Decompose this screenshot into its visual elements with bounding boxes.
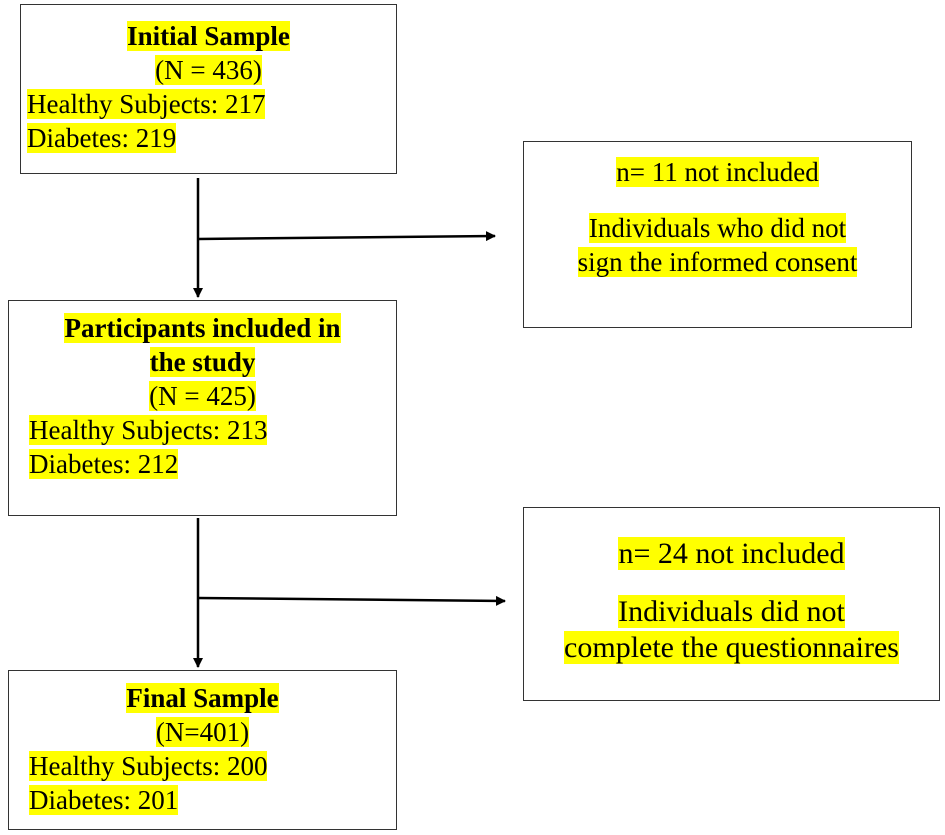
final-sample-box: Final Sample (N=401) Healthy Subjects: 2… bbox=[8, 670, 397, 830]
arrow-to-excluded-2 bbox=[197, 595, 506, 606]
excluded-1-reason-line2: sign the informed consent bbox=[577, 247, 858, 277]
initial-healthy-count: Healthy Subjects: 217 bbox=[27, 89, 266, 119]
final-sample-title: Final Sample bbox=[126, 683, 279, 713]
final-diabetes-count: Diabetes: 201 bbox=[29, 785, 179, 815]
excluded-1-count: n= 11 not included bbox=[616, 157, 819, 187]
excluded-box-1: n= 11 not included Individuals who did n… bbox=[523, 141, 912, 328]
excluded-2-reason-line1: Individuals did not bbox=[618, 595, 845, 628]
final-sample-n: (N=401) bbox=[155, 717, 250, 747]
excluded-box-2: n= 24 not included Individuals did not c… bbox=[523, 507, 940, 701]
included-n: (N = 425) bbox=[149, 381, 256, 411]
included-diabetes-count: Diabetes: 212 bbox=[29, 449, 179, 479]
initial-diabetes-count: Diabetes: 219 bbox=[27, 123, 177, 153]
initial-sample-box: Initial Sample (N = 436) Healthy Subject… bbox=[20, 4, 397, 174]
excluded-2-reason-line2: complete the questionnaires bbox=[564, 631, 899, 664]
included-participants-box: Participants included in the study (N = … bbox=[8, 300, 397, 516]
excluded-2-count: n= 24 not included bbox=[618, 537, 845, 570]
initial-sample-n: (N = 436) bbox=[155, 55, 262, 85]
excluded-1-reason-line1: Individuals who did not bbox=[588, 213, 847, 243]
included-title-line2: the study bbox=[149, 347, 256, 377]
included-title-line1: Participants included in bbox=[64, 313, 341, 343]
initial-sample-title: Initial Sample bbox=[127, 21, 290, 51]
arrow-to-excluded-1 bbox=[197, 231, 496, 242]
included-healthy-count: Healthy Subjects: 213 bbox=[29, 415, 268, 445]
final-healthy-count: Healthy Subjects: 200 bbox=[29, 751, 268, 781]
